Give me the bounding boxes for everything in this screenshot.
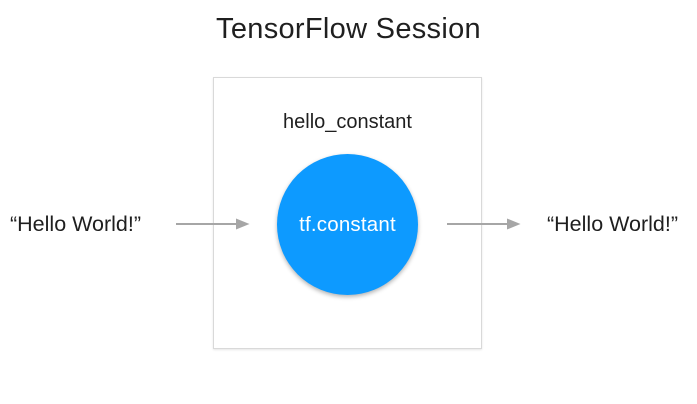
output-value-label: “Hello World!” (547, 212, 679, 236)
input-arrow-head (236, 218, 250, 230)
output-arrow-head (507, 218, 521, 230)
tensorflow-session-box: hello_constant (213, 77, 482, 349)
tf-constant-node: tf.constant (277, 154, 418, 295)
output-arrow-icon (447, 218, 521, 230)
node-name-label: hello_constant (283, 111, 412, 133)
input-value-label: “Hello World!” (10, 212, 142, 236)
node-operation-label: tf.constant (299, 212, 396, 236)
input-arrow-icon (176, 218, 250, 230)
diagram-title: TensorFlow Session (216, 13, 481, 45)
